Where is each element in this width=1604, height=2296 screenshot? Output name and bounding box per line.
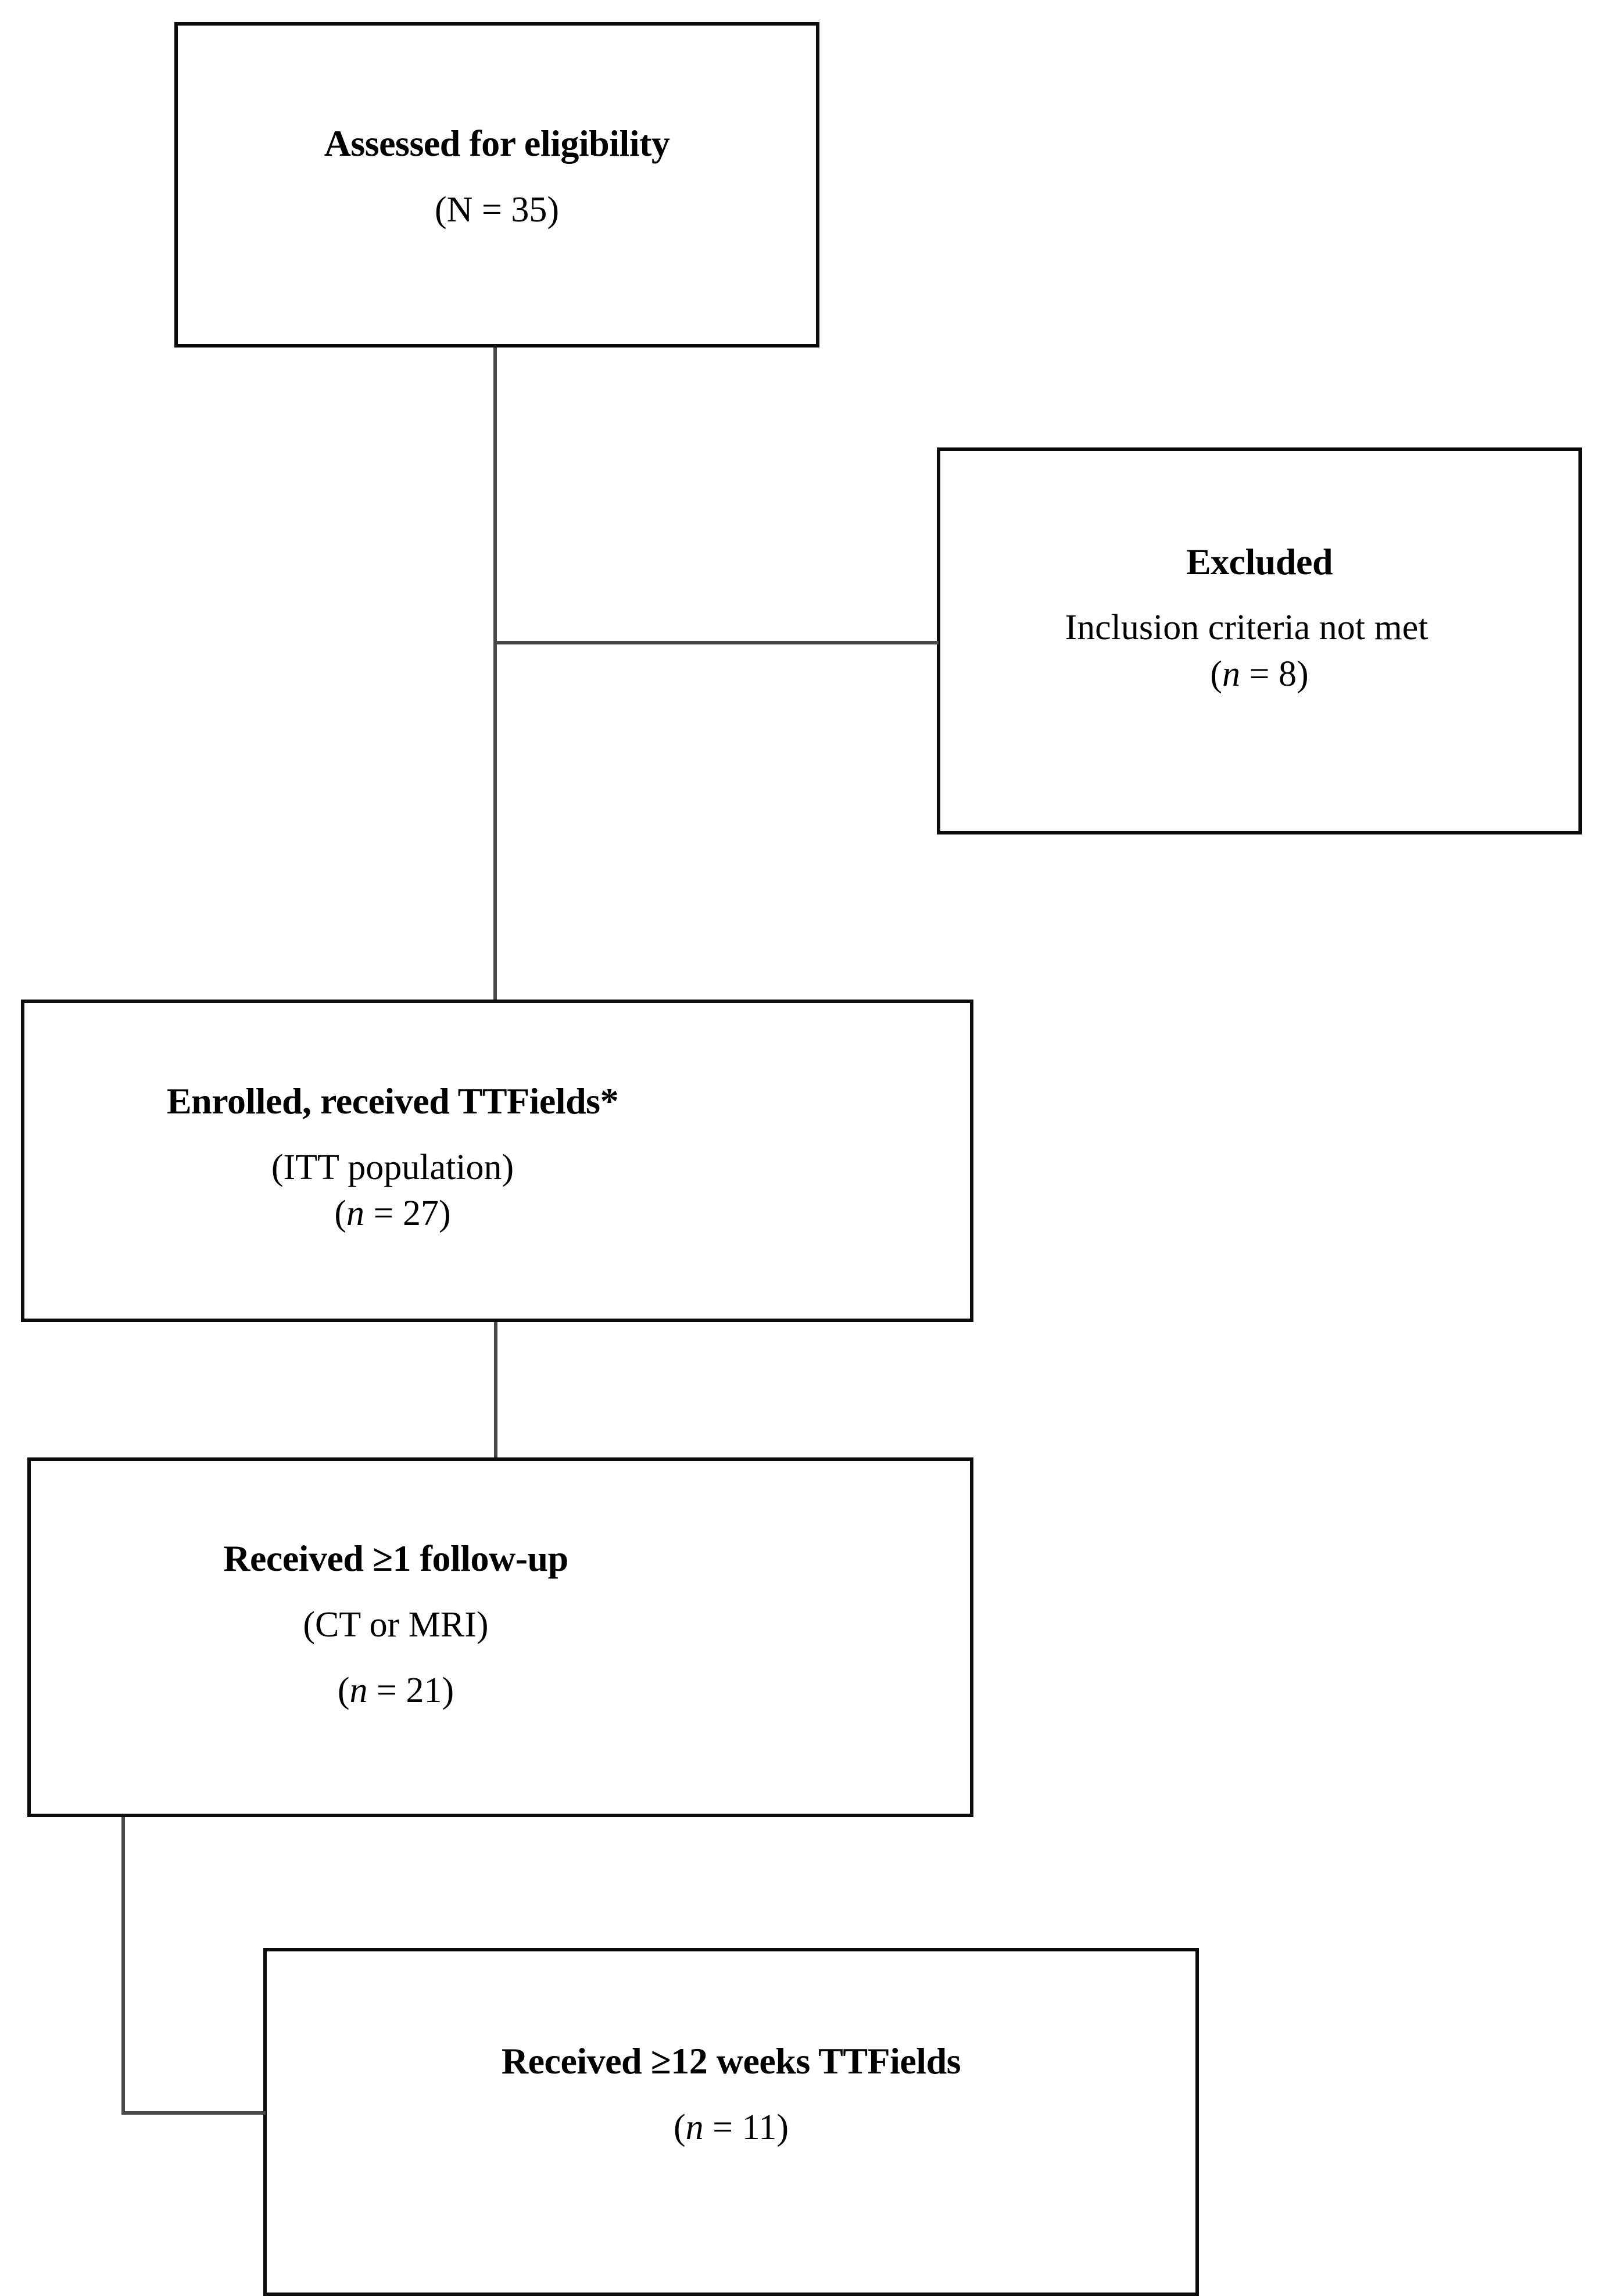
node-excluded-reason: Inclusion criteria not met	[1065, 608, 1428, 648]
node-enrolled-count-prefix: (	[334, 1194, 347, 1234]
node-followup-count-symbol: n	[349, 1671, 368, 1711]
node-followup-count-prefix: (	[337, 1671, 350, 1711]
node-excluded-count-middle: =	[1240, 654, 1279, 694]
node-excluded-count: (n = 8)	[1078, 654, 1441, 694]
node-assessed-for-eligibility[interactable]: Assessed for eligibility (N = 35)	[174, 22, 819, 348]
node-followup-count-middle: =	[367, 1671, 406, 1711]
node-excluded-count-symbol: n	[1222, 654, 1241, 694]
node-enrolled-subtitle: (ITT population)	[271, 1147, 514, 1187]
node-twelveweeks-heading: Received ≥12 weeks TTFields	[501, 2040, 961, 2082]
node-followup-heading: Received ≥1 follow-up	[223, 1538, 568, 1579]
node-enrolled-count-value: 27	[402, 1194, 439, 1234]
node-twelveweeks-count-suffix: )	[776, 2107, 789, 2147]
node-excluded-heading: Excluded	[1186, 540, 1333, 582]
node-excluded-count-prefix: (	[1210, 654, 1223, 694]
node-enrolled-received-ttfields[interactable]: Enrolled, received TTFields* (ITT popula…	[21, 1000, 973, 1322]
node-twelveweeks-content: Received ≥12 weeks TTFields (n = 11)	[502, 2040, 961, 2148]
node-excluded[interactable]: Excluded Inclusion criteria not met (n =…	[937, 447, 1582, 834]
connector-assessed-to-enrolled	[493, 348, 497, 1000]
node-enrolled-heading: Enrolled, received TTFields*	[166, 1080, 619, 1122]
node-followup-count-value: 21	[406, 1671, 442, 1711]
node-twelveweeks-count: (n = 11)	[502, 2108, 961, 2148]
node-followup-count: (n = 21)	[223, 1671, 568, 1711]
node-excluded-count-suffix: )	[1296, 654, 1309, 694]
node-enrolled-count-suffix: )	[438, 1194, 451, 1234]
connector-followup-to-twelveweeks-vertical	[121, 1817, 125, 2115]
node-twelveweeks-count-prefix: (	[674, 2107, 686, 2147]
node-twelveweeks-count-middle: =	[703, 2107, 742, 2147]
connector-followup-to-twelveweeks-horizontal	[121, 2111, 266, 2115]
node-assessed-count: (N = 35)	[434, 190, 560, 230]
node-enrolled-count: (n = 27)	[167, 1194, 618, 1234]
node-twelveweeks-count-value: 11	[742, 2107, 777, 2147]
connector-enrolled-to-followup	[494, 1322, 497, 1457]
node-enrolled-count-middle: =	[364, 1194, 403, 1234]
node-excluded-content: Excluded Inclusion criteria not met (n =…	[1065, 540, 1441, 695]
node-received-followup[interactable]: Received ≥1 follow-up (CT or MRI) (n = 2…	[27, 1457, 973, 1817]
node-followup-subtitle: (CT or MRI)	[303, 1604, 489, 1645]
node-followup-content: Received ≥1 follow-up (CT or MRI) (n = 2…	[223, 1538, 568, 1711]
connector-assessed-to-excluded	[493, 641, 939, 644]
node-enrolled-content: Enrolled, received TTFields* (ITT popula…	[166, 1080, 619, 1234]
node-twelveweeks-count-symbol: n	[685, 2107, 704, 2147]
node-followup-count-suffix: )	[442, 1671, 454, 1711]
node-received-twelve-weeks[interactable]: Received ≥12 weeks TTFields (n = 11)	[263, 1948, 1199, 2296]
node-assessed-content: Assessed for eligibility (N = 35)	[324, 123, 670, 230]
node-excluded-count-value: 8	[1278, 654, 1297, 694]
node-enrolled-count-symbol: n	[346, 1194, 365, 1234]
node-assessed-heading: Assessed for eligibility	[324, 123, 670, 164]
